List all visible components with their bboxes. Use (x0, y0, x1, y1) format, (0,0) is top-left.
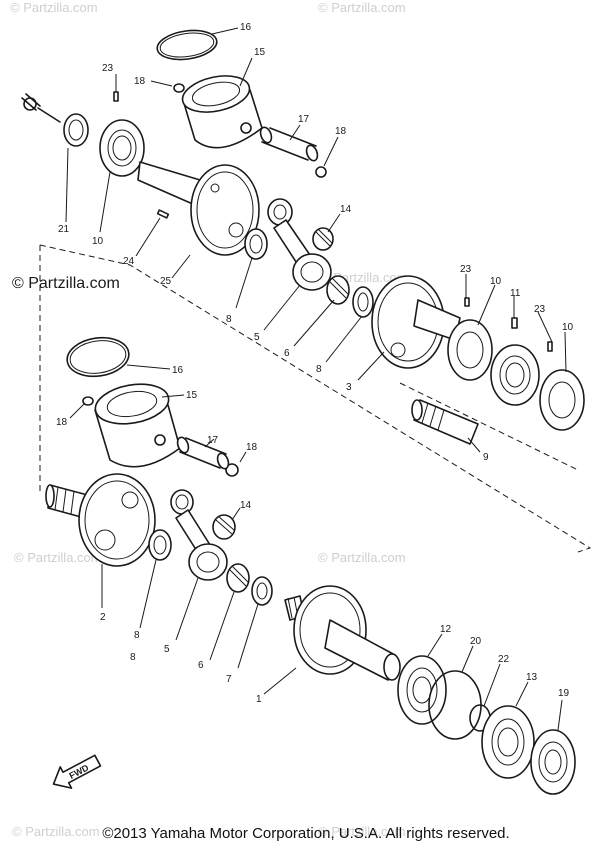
callout-17-upper: 17 (298, 114, 310, 125)
callout-24: 24 (123, 256, 135, 267)
bearing-11 (490, 344, 540, 406)
pin-clip-upper-1 (173, 83, 185, 93)
big-end-bearing-6-lower (226, 563, 250, 593)
callout-18-upper-left: 18 (134, 76, 146, 87)
upper-crank-assembly (21, 29, 585, 445)
bearing-13 (481, 705, 535, 779)
bearing-10-upper-right-a (447, 319, 493, 381)
piston-ring-upper (156, 29, 218, 61)
small-end-bearing-14-lower (212, 514, 236, 540)
copyright-notice: ©2013 Yamaha Motor Corporation, U.S.A. A… (102, 825, 510, 842)
piston-pin-lower (176, 436, 230, 470)
piston-upper (181, 75, 263, 149)
callout-23-upper-left: 23 (102, 63, 114, 74)
callout-1: 1 (256, 694, 262, 705)
callout-23-upper-b: 23 (534, 304, 546, 315)
splined-shaft-9 (411, 399, 479, 445)
locating-pin-23-a (464, 297, 470, 307)
bearing-12 (397, 655, 447, 725)
callout-numbers: 16 15 18 23 17 18 14 21 10 24 25 8 5 6 8… (56, 22, 574, 705)
watermark-main: © Partzilla.com (12, 275, 120, 292)
callout-8-lower: 8 (134, 630, 140, 641)
pin-clip-lower-1 (82, 396, 94, 406)
piston-pin-upper (259, 126, 319, 162)
callout-10-upper-left: 10 (92, 236, 104, 247)
callout-18-lower-left: 18 (56, 417, 68, 428)
callout-8-lower-extra: 8 (130, 652, 136, 663)
callout-9: 9 (483, 452, 489, 463)
callout-18-lower-right: 18 (246, 442, 258, 453)
forward-direction-arrow: FWD (52, 754, 102, 789)
callout-23-upper-a: 23 (460, 264, 472, 275)
callout-15-lower: 15 (186, 390, 198, 401)
locating-pin-upper-left (113, 91, 119, 102)
watermark-top-left: © Partzilla.com (10, 0, 98, 15)
callout-14-upper: 14 (340, 204, 352, 215)
crankshaft-upper-left (137, 161, 260, 256)
lower-crank-assembly (45, 336, 576, 795)
piston-ring-lower (66, 336, 130, 378)
connecting-rod-lower (170, 489, 228, 581)
crankshaft-left-2 (45, 473, 156, 567)
locating-pin-23-b (511, 317, 518, 329)
callout-20: 19 (558, 688, 570, 699)
crankshaft-main-1 (284, 585, 401, 681)
callout-16-lower: 16 (172, 365, 184, 376)
callout-14-lower: 14 (240, 500, 252, 511)
bearing-10-upper-left (99, 119, 145, 177)
watermark-lower-right: © Partzilla.com (318, 550, 406, 565)
thrust-washer-7 (251, 576, 273, 606)
pin-clip-upper-2 (315, 166, 327, 178)
callout-2: 2 (100, 612, 106, 623)
watermark-bottom-right: © Partzilla.com (318, 824, 406, 839)
big-end-bearing-6-upper (326, 275, 350, 305)
callout-21: 21 (58, 224, 70, 235)
small-end-bearing-14-upper (312, 227, 334, 251)
callout-15-upper: 15 (254, 47, 266, 58)
callout-6-upper: 6 (284, 348, 290, 359)
callout-12: 12 (440, 624, 452, 635)
callout-13: 13 (526, 672, 538, 683)
watermark-top-right: © Partzilla.com (318, 0, 406, 15)
pin-clip-lower-2 (225, 463, 239, 477)
callout-19: 20 (470, 636, 482, 647)
callout-3: 3 (346, 382, 352, 393)
callout-18-upper-right: 18 (335, 126, 347, 137)
dashed-boundary (39, 244, 592, 553)
locating-pin-23-c (547, 341, 553, 352)
crankshaft-right-3 (371, 275, 461, 369)
callout-25: 25 (160, 276, 172, 287)
callout-8-upper-a: 8 (226, 314, 232, 325)
oil-seal-21 (63, 113, 89, 147)
oil-seal-20 (530, 729, 576, 795)
callout-7: 7 (226, 674, 232, 685)
piston-lower (94, 383, 181, 468)
thrust-washer-8-lower-a (148, 529, 172, 561)
key-24 (156, 209, 170, 219)
callout-17-lower: 17 (207, 435, 219, 446)
crank-end-left (21, 93, 61, 123)
thrust-washer-8-upper-b (352, 286, 374, 318)
thrust-washer-8-upper-a (244, 228, 268, 260)
callout-16-upper: 16 (240, 22, 252, 33)
watermark-bottom-left: © Partzilla.com (12, 824, 100, 839)
callout-11: 11 (510, 288, 521, 299)
callout-10-upper-right-b: 10 (562, 322, 574, 333)
connecting-rod-upper (267, 198, 332, 291)
callout-5-upper: 5 (254, 332, 260, 343)
callout-22: 22 (498, 654, 510, 665)
leader-lines (65, 27, 567, 731)
callout-5-lower: 5 (164, 644, 170, 655)
watermark-lower-left: © Partzilla.com (14, 550, 102, 565)
callout-10-upper-right-a: 10 (490, 276, 502, 287)
callout-8-upper-b: 8 (316, 364, 322, 375)
callout-6-lower: 6 (198, 660, 204, 671)
bearing-10-upper-right-b (539, 369, 585, 431)
